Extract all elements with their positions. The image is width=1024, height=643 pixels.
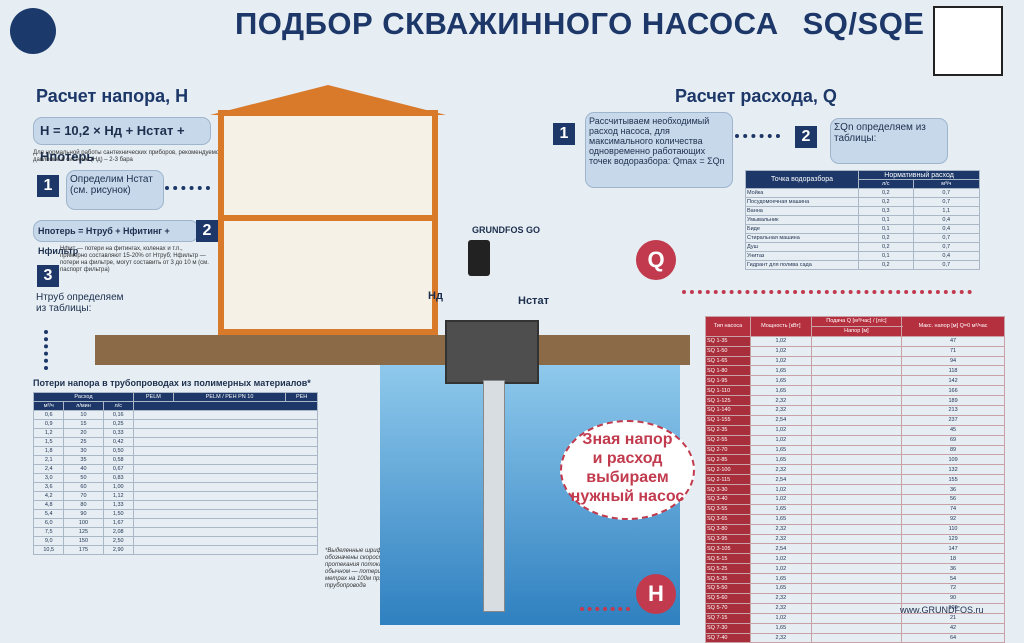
- pump-body: [483, 380, 505, 612]
- loss-notes: Hфит — потери на фитингах, коленах и т.п…: [60, 246, 209, 273]
- head-note: Для нормальной работы сантехнических при…: [33, 150, 223, 163]
- head-formula: H = 10,2 × Hд + Hстат + Hпотерь: [33, 117, 211, 164]
- flow-step-1-text: Рассчитываем необходимый расход насоса, …: [585, 112, 733, 188]
- step-1-text: Определим Hстат (см. рисунок): [66, 170, 164, 210]
- loss-formula: Hпотерь = Hтруб + Hфитинг + Hфильтр: [33, 220, 199, 256]
- pipe-table-title: Потери напора в трубопроводах из полимер…: [33, 378, 311, 388]
- h-circle: H: [636, 574, 676, 614]
- flow-step-2-text: ΣQn определяем из таблицы:: [830, 118, 948, 164]
- arrow-dots: [165, 186, 210, 190]
- down-dots: [44, 330, 48, 370]
- red-dots-2: [580, 607, 630, 611]
- flow-heading: Расчет расхода, Q: [675, 86, 837, 106]
- arrow-dots-2: [735, 134, 780, 138]
- phone-icon: [468, 240, 490, 276]
- ground: [95, 335, 690, 365]
- hd-label: Hд: [428, 290, 443, 302]
- grundfos-logo: [10, 8, 56, 54]
- floor: [218, 215, 438, 221]
- house: [218, 110, 438, 335]
- footnote: *Выделенные шрифтом обозначены скорости …: [325, 548, 408, 589]
- go-label: GRUNDFOS GO: [472, 225, 541, 235]
- roof: [210, 85, 446, 115]
- website: www.GRUNDFOS.ru: [900, 605, 984, 615]
- qr-code: [933, 6, 1003, 76]
- red-dots: [682, 290, 972, 294]
- flow-step-1-badge: 1: [553, 123, 575, 145]
- flow-step-2-badge: 2: [795, 126, 817, 148]
- hstat-label: Hстат: [518, 295, 549, 307]
- head-heading: Расчет напора, H: [36, 86, 189, 106]
- well-head: [445, 320, 539, 384]
- step-1-badge: 1: [37, 175, 59, 197]
- q-circle: Q: [636, 240, 676, 280]
- step-2-badge: 2: [196, 220, 218, 242]
- step-3-badge: 3: [37, 265, 59, 287]
- step-3-text: Hтруб определяем из таблицы:: [36, 292, 124, 314]
